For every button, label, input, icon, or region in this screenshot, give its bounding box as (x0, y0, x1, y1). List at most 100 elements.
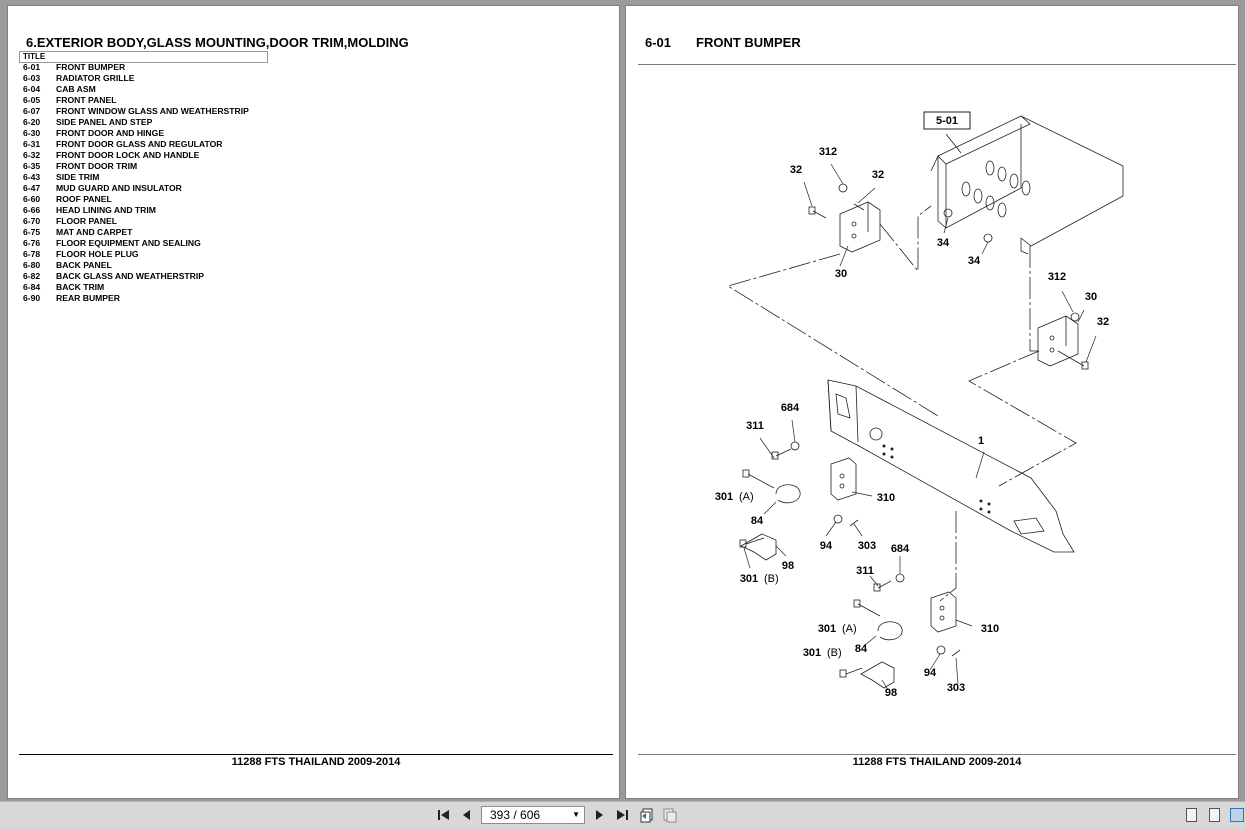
callout-30: 30 (835, 268, 847, 280)
first-page-icon[interactable] (436, 807, 452, 823)
callout-301-suffix: (B) (827, 647, 842, 659)
reference-box-label: 5-01 (936, 115, 958, 127)
callout-301: 301 (740, 573, 758, 585)
toc-title: FRONT DOOR AND HINGE (56, 128, 165, 138)
toc-code: 6-80 (23, 260, 41, 270)
callout-301: 301 (715, 491, 733, 503)
toc-code: 6-07 (23, 106, 41, 116)
next-page-icon[interactable] (591, 807, 607, 823)
bumper-body (827, 379, 1075, 553)
previous-page-icon[interactable] (459, 807, 475, 823)
toc-code: 6-78 (23, 249, 41, 259)
toc-title: SIDE PANEL AND STEP (56, 117, 153, 127)
toc-code: 6-04 (23, 84, 41, 94)
callout-84: 84 (855, 643, 868, 655)
page-number-input[interactable]: 393 / 606 ▼ (481, 806, 585, 824)
toc-title: ROOF PANEL (56, 194, 112, 204)
section-title: 6.EXTERIOR BODY,GLASS MOUNTING,DOOR TRIM… (26, 35, 409, 50)
toc-title: FLOOR EQUIPMENT AND SEALING (56, 238, 201, 248)
bracket-upper-right (1037, 315, 1079, 367)
tow-hook-right (877, 621, 903, 641)
callout-32: 32 (790, 164, 802, 176)
toc-title: MAT AND CARPET (56, 227, 133, 237)
toc-header: TITLE (19, 51, 268, 63)
page-footer: 11288 FTS THAILAND 2009-2014 (231, 756, 401, 768)
toc-row[interactable]: 6-82 BACK GLASS AND WEATHERSTRIP (23, 271, 249, 282)
page-back-icon[interactable] (639, 807, 655, 823)
toc-code: 6-70 (23, 216, 41, 226)
callout-311: 311 (856, 565, 874, 577)
bracket-upper-left (839, 201, 881, 253)
toc-row[interactable]: 6-35 FRONT DOOR TRIM (23, 161, 249, 172)
nuts (790, 183, 1080, 655)
toc-row[interactable]: 6-07 FRONT WINDOW GLASS AND WEATHERSTRIP (23, 106, 249, 117)
front-bumper-exploded-diagram: 5-01 312 32 32 30 34 34 312 30 32 1 684 … (715, 111, 1124, 699)
tow-bracket-left (830, 457, 857, 501)
callout-34: 34 (968, 255, 981, 267)
toc-code: 6-60 (23, 194, 41, 204)
toc-title: CAB ASM (56, 84, 96, 94)
callout-684: 684 (781, 402, 800, 414)
callout-98: 98 (885, 687, 897, 699)
toc-code: 6-35 (23, 161, 41, 171)
two-page-view-icon[interactable] (1230, 808, 1244, 822)
left-page: 6.EXTERIOR BODY,GLASS MOUNTING,DOOR TRIM… (8, 6, 619, 798)
tow-bracket-right (930, 591, 957, 633)
section-title: FRONT BUMPER (696, 35, 801, 50)
viewer-toolbar: 393 / 606 ▼ (0, 801, 1245, 829)
single-page-view-icon[interactable] (1186, 808, 1197, 822)
callout-94: 94 (820, 540, 833, 552)
toc-row[interactable]: 6-05 FRONT PANEL (23, 95, 249, 106)
callout-1: 1 (978, 435, 984, 447)
ref-leader (945, 133, 962, 154)
toc-code: 6-05 (23, 95, 41, 105)
toc-code: 6-47 (23, 183, 41, 193)
toc-title: FRONT PANEL (56, 95, 117, 105)
header-rule (638, 64, 1236, 65)
chevron-down-icon[interactable]: ▼ (572, 810, 580, 819)
pin-left (849, 519, 859, 527)
toc-row[interactable]: 6-20 SIDE PANEL AND STEP (23, 117, 249, 128)
lower-bracket-right (860, 661, 895, 689)
toc-title: BACK GLASS AND WEATHERSTRIP (56, 271, 205, 281)
frame-crossmember (1020, 115, 1124, 247)
toc-title: FLOOR PANEL (56, 216, 117, 226)
toc-code: 6-20 (23, 117, 41, 127)
toc-title: HEAD LINING AND TRIM (56, 205, 156, 215)
toc-code: 6-82 (23, 271, 41, 281)
callout-301-suffix: (B) (764, 573, 779, 585)
toc-code: 6-75 (23, 227, 41, 237)
callout-303: 303 (947, 682, 965, 694)
page-footer: 11288 FTS THAILAND 2009-2014 (852, 756, 1022, 768)
frame-rail-side (945, 124, 1022, 229)
section-code: 6-01 (645, 35, 672, 50)
continuous-view-icon[interactable] (1209, 808, 1220, 822)
callout-684: 684 (891, 543, 910, 555)
toc-title: RADIATOR GRILLE (56, 73, 135, 83)
bolts (739, 203, 1089, 678)
toc-row[interactable]: 6-04 CAB ASM (23, 84, 249, 95)
toc-row[interactable]: 6-60 ROOF PANEL (23, 194, 249, 205)
callout-301: 301 (818, 623, 836, 635)
toc-title: FRONT DOOR TRIM (56, 161, 138, 171)
toc-row[interactable]: 6-75 MAT AND CARPET (23, 227, 249, 238)
toc-row[interactable]: 6-70 FLOOR PANEL (23, 216, 249, 227)
toc-title: FRONT WINDOW GLASS AND WEATHERSTRIP (56, 106, 249, 116)
page-forward-icon[interactable] (662, 807, 678, 823)
last-page-icon[interactable] (614, 807, 630, 823)
callout-310: 310 (981, 623, 999, 635)
toc-title: FRONT DOOR GLASS AND REGULATOR (56, 139, 223, 149)
